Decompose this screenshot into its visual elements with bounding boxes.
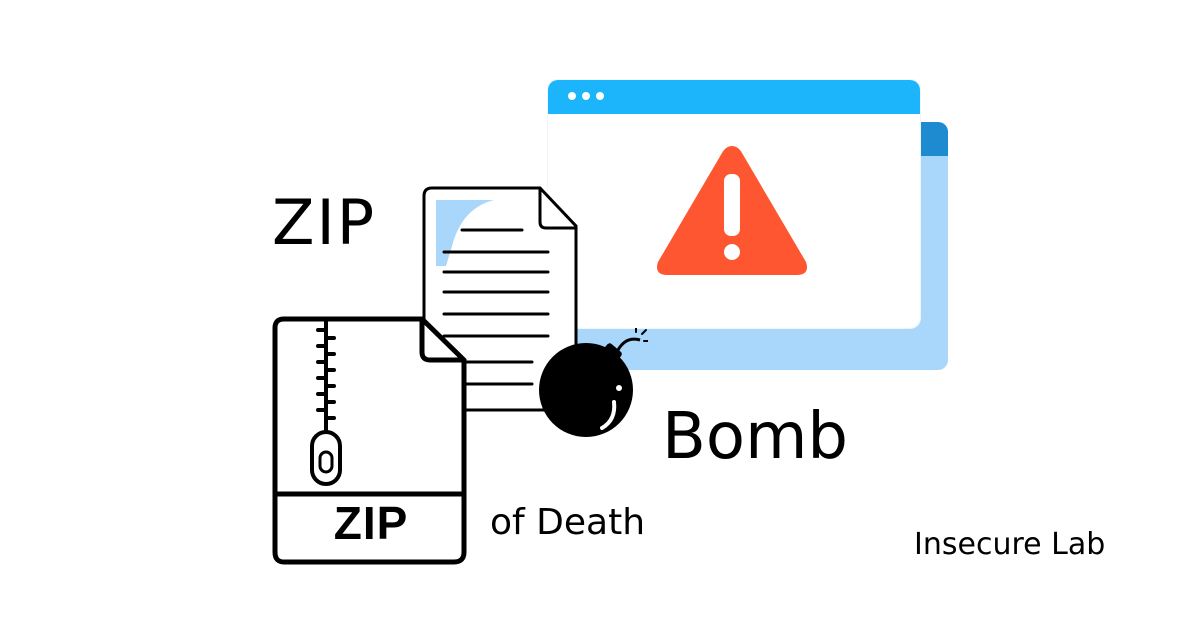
- browser-window-header: [548, 80, 920, 114]
- zip-file-icon: [272, 316, 467, 565]
- window-dot-icon: [596, 92, 604, 100]
- headline-bomb: Bomb: [662, 400, 849, 474]
- bomb-icon: [539, 328, 648, 437]
- brand-name: Insecure Lab: [914, 527, 1106, 562]
- headline-of-death: of Death: [490, 502, 646, 543]
- zip-file-label: ZIP: [333, 497, 409, 549]
- document-icon: [422, 186, 578, 412]
- browser-window-back-header: [918, 122, 948, 156]
- headline-zip: ZIP: [272, 186, 377, 259]
- browser-window-icon: [548, 80, 920, 328]
- window-dot-icon: [582, 92, 590, 100]
- warning-triangle-icon: [657, 146, 807, 275]
- window-dot-icon: [568, 92, 576, 100]
